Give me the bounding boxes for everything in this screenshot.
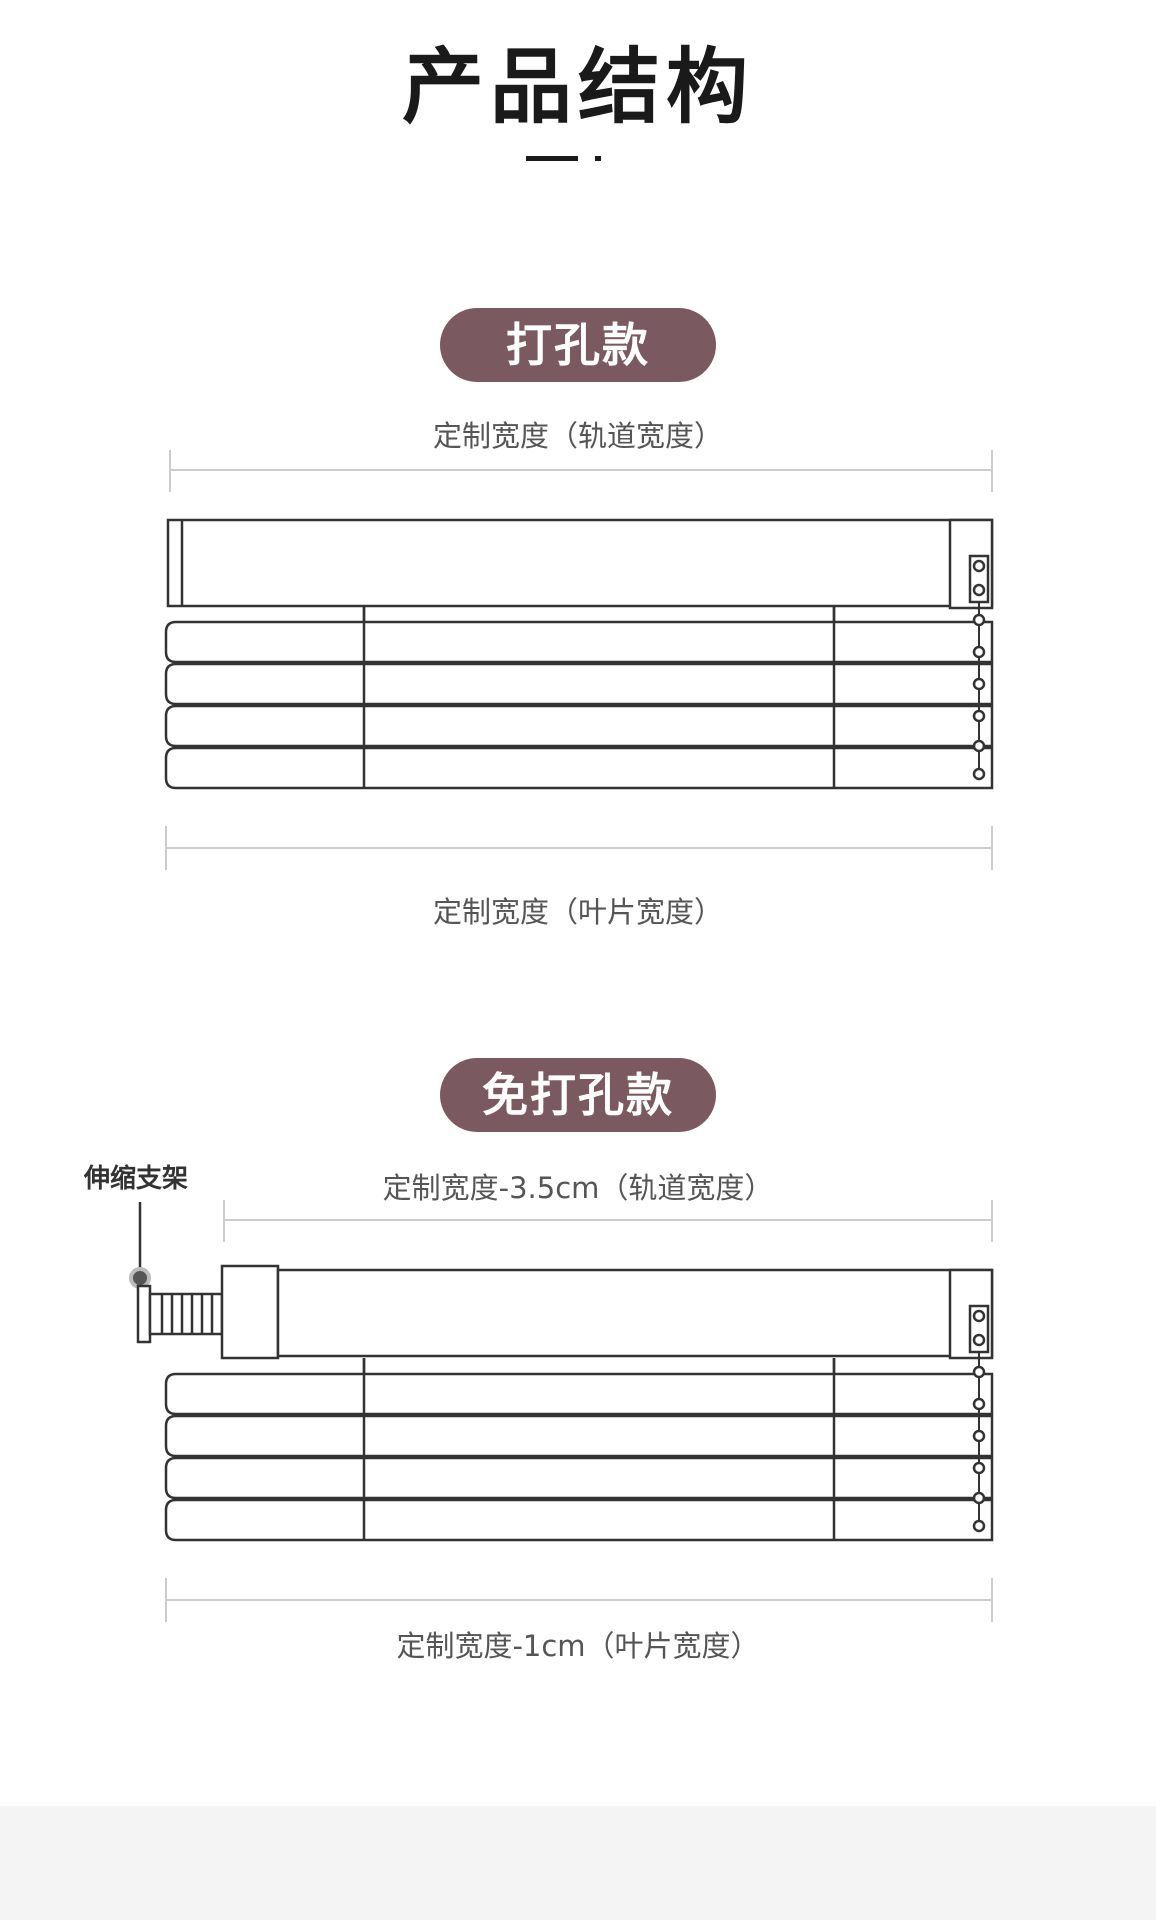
no-drill-blind-diagram bbox=[129, 1200, 994, 1622]
drilled-blind-diagram bbox=[164, 450, 994, 870]
title-underline-dot bbox=[595, 156, 601, 161]
footer-band bbox=[0, 1806, 1156, 1920]
section-tag-drilled: 打孔款 bbox=[440, 308, 716, 382]
rail-width-label: 定制宽度（轨道宽度） bbox=[432, 419, 723, 453]
rail-width-label-no-drill: 定制宽度-3.5cm（轨道宽度） bbox=[382, 1171, 774, 1205]
page-title: 产品结构 bbox=[401, 40, 754, 135]
title-underline bbox=[526, 156, 578, 161]
section-tag-no-drill: 免打孔款 bbox=[440, 1058, 716, 1132]
telescopic-bracket-label: 伸缩支架 bbox=[84, 1164, 189, 1194]
slat-width-label-no-drill: 定制宽度-1cm（叶片宽度） bbox=[396, 1629, 760, 1663]
slat-width-label: 定制宽度（叶片宽度） bbox=[432, 895, 723, 929]
